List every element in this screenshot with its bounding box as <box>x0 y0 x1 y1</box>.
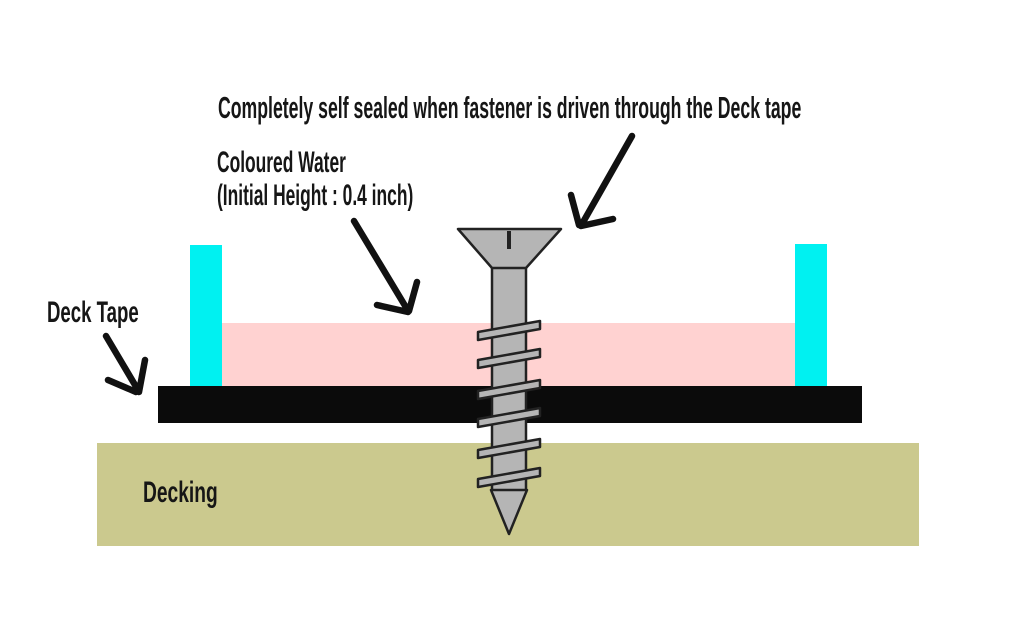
screw-thread <box>476 437 542 460</box>
coloured-water-label-line2: (Initial Height : 0.4 inch) <box>217 179 414 212</box>
screw-thread <box>476 466 542 489</box>
left-container-wall <box>190 245 222 387</box>
diagram-title: Completely self sealed when fastener is … <box>218 90 802 125</box>
right-container-wall <box>795 244 827 387</box>
screw-thread <box>476 406 542 429</box>
annotation-arrows <box>102 132 636 396</box>
deck-tape-label: Deck Tape <box>47 296 139 329</box>
deck-tape-arrow <box>102 332 149 396</box>
screw-thread <box>476 378 542 401</box>
coloured-water-label-line1: Coloured Water <box>217 146 346 179</box>
fastener-arrow <box>567 132 636 230</box>
screw-thread <box>476 319 542 342</box>
decking-label: Decking <box>143 476 218 509</box>
screw-thread <box>476 347 542 370</box>
screw-shaft <box>490 264 528 494</box>
coloured-water-label: Coloured Water (Initial Height : 0.4 inc… <box>217 146 413 212</box>
screw-tip <box>489 488 529 536</box>
screw-fastener <box>456 227 563 536</box>
water-arrow <box>350 217 421 316</box>
